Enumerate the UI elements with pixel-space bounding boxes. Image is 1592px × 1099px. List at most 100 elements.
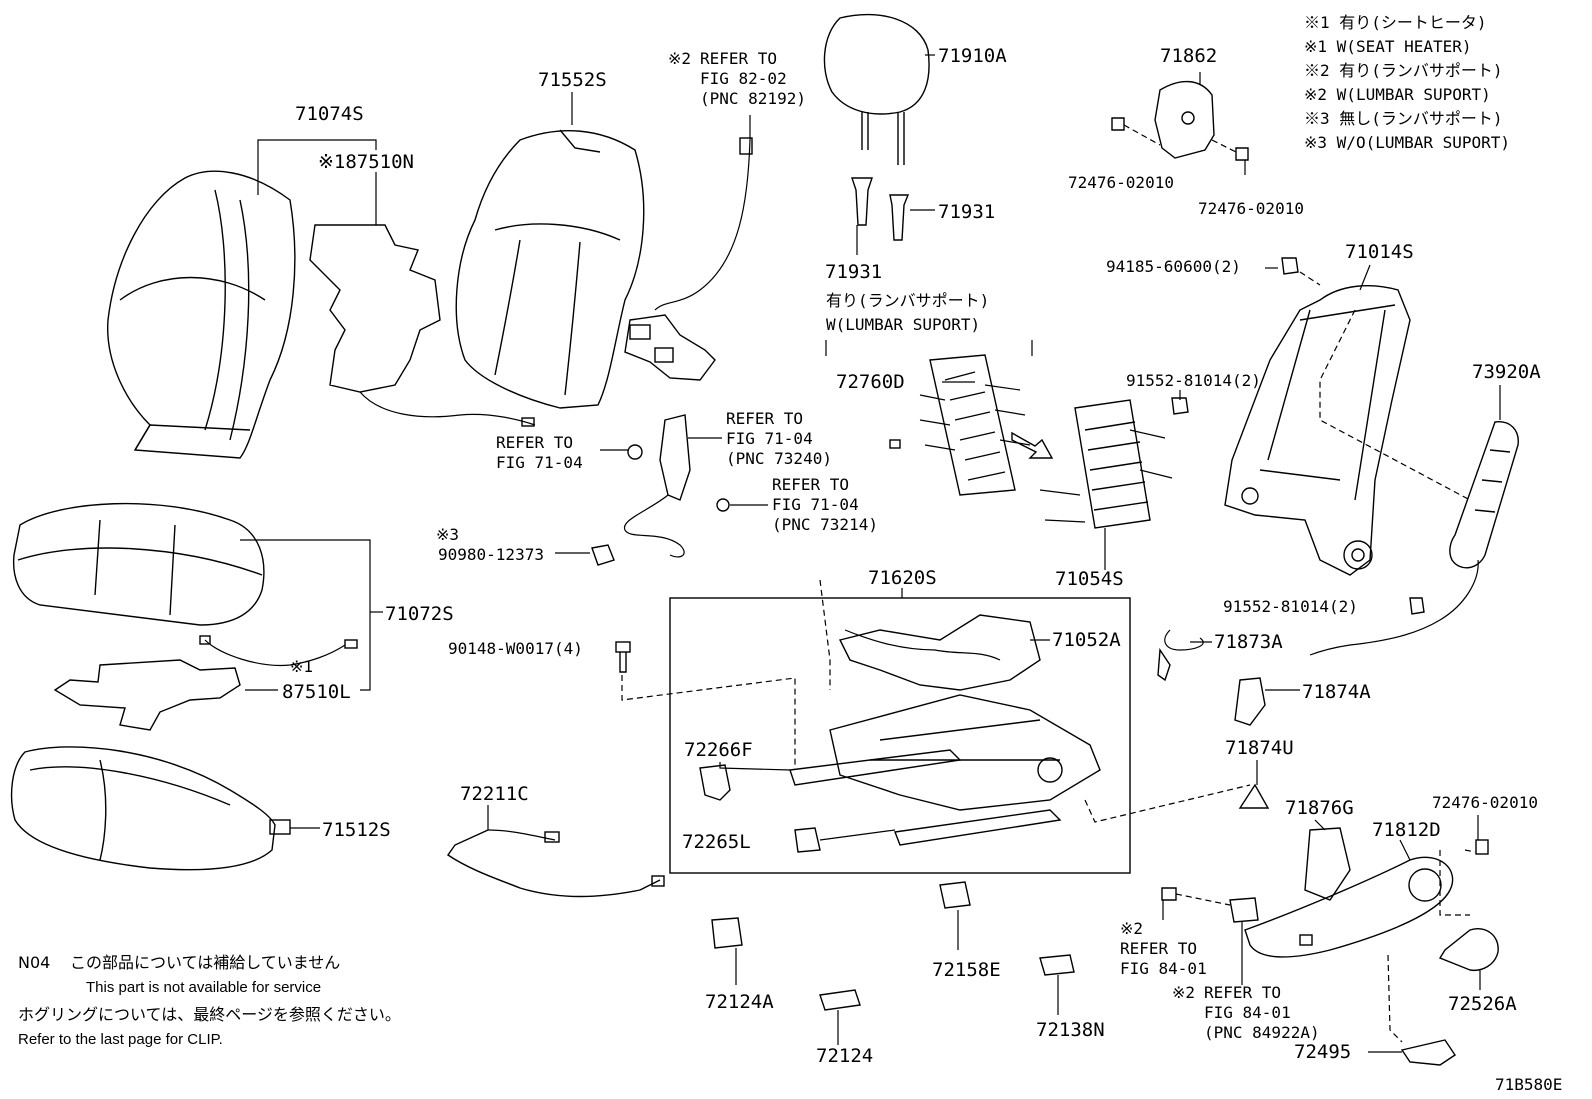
svg-text:REFER TO: REFER TO	[726, 409, 803, 428]
spacer-drawing	[591, 544, 615, 566]
part-72476-b[interactable]: 72476-02010	[1198, 199, 1304, 218]
part-71931-b[interactable]: 71931	[825, 261, 882, 283]
refer-fig-84-01-a[interactable]: REFER TO FIG 84-01	[1120, 939, 1207, 978]
mark-note-1: ※1	[290, 657, 313, 676]
part-73920A[interactable]: 73920A	[1472, 361, 1541, 383]
part-87510N[interactable]: ※187510N	[318, 151, 414, 173]
svg-text:FIG 84-01: FIG 84-01	[1120, 959, 1207, 978]
part-72138N[interactable]: 72138N	[1036, 1019, 1105, 1041]
lumbar-cover-drawing	[1111, 80, 1249, 161]
note-code: N04	[18, 953, 50, 972]
lumbar-harness-drawing	[624, 115, 753, 381]
part-71072S[interactable]: 71072S	[385, 603, 454, 625]
part-71874A[interactable]: 71874A	[1302, 681, 1371, 703]
clip-72158e-drawing	[939, 881, 971, 909]
svg-text:REFER TO: REFER TO	[700, 49, 777, 68]
part-71512S[interactable]: 71512S	[322, 819, 391, 841]
part-71874U[interactable]: 71874U	[1225, 737, 1294, 759]
refer-fig-82-02[interactable]: REFER TO FIG 82-02 (PNC 82192)	[700, 49, 806, 108]
legend-line-2: ※1 W(SEAT HEATER)	[1304, 37, 1472, 56]
lumbar-support-drawing	[889, 354, 1031, 496]
refer-fig-71-04-b[interactable]: REFER TO FIG 71-04 (PNC 73240)	[726, 409, 832, 468]
part-72124[interactable]: 72124	[816, 1045, 873, 1067]
svg-text:REFER TO: REFER TO	[1120, 939, 1197, 958]
svg-text:REFER TO: REFER TO	[496, 433, 573, 452]
legend-line-3: ※2 有り(ランバサポート)	[1304, 61, 1503, 80]
part-72526A[interactable]: 72526A	[1448, 993, 1517, 1015]
lumbar-note: 有り(ランバサポート) W(LUMBAR SUPORT)	[826, 291, 989, 334]
part-72266F[interactable]: 72266F	[684, 739, 753, 761]
part-71052A[interactable]: 71052A	[1052, 629, 1121, 651]
part-94185[interactable]: 94185-60600(2)	[1106, 257, 1241, 276]
seat-track-assembly-drawing	[669, 579, 1131, 874]
part-71931-a[interactable]: 71931	[938, 201, 995, 223]
legend-line-6: ※3 W/O(LUMBAR SUPORT)	[1304, 133, 1510, 152]
note-not-available-jp: この部品については補給していません	[70, 953, 340, 972]
part-71910A[interactable]: 71910A	[938, 45, 1007, 67]
part-71876G[interactable]: 71876G	[1285, 797, 1354, 819]
part-72760D[interactable]: 72760D	[836, 371, 905, 393]
svg-text:(PNC 73214): (PNC 73214)	[772, 515, 878, 534]
headrest-drawing	[823, 13, 930, 165]
part-71862[interactable]: 71862	[1160, 45, 1217, 67]
part-90148[interactable]: 90148-W0017(4)	[448, 639, 583, 658]
part-72495[interactable]: 72495	[1294, 1041, 1351, 1063]
legend-line-1: ※1 有り(シートヒータ)	[1304, 13, 1487, 32]
svg-text:FIG 71-04: FIG 71-04	[772, 495, 859, 514]
screw-94185-drawing	[1281, 257, 1299, 275]
refer-fig-71-04-a[interactable]: REFER TO FIG 71-04	[496, 433, 583, 472]
svg-text:(PNC 73240): (PNC 73240)	[726, 449, 832, 468]
wire-harness-drawing	[447, 829, 665, 898]
legend: ※1 有り(シートヒータ) ※1 W(SEAT HEATER) ※2 有り(ラン…	[1304, 13, 1510, 152]
svg-text:FIG 84-01: FIG 84-01	[1204, 1003, 1291, 1022]
svg-text:FIG 82-02: FIG 82-02	[700, 69, 787, 88]
clip-72124a-drawing	[711, 917, 743, 949]
svg-text:(PNC 82192): (PNC 82192)	[700, 89, 806, 108]
part-71552S[interactable]: 71552S	[538, 69, 607, 91]
part-87510L[interactable]: 87510L	[282, 681, 351, 703]
part-72476-a[interactable]: 72476-02010	[1068, 173, 1174, 192]
part-71014S[interactable]: 71014S	[1345, 241, 1414, 263]
part-91552-b[interactable]: 91552-81014(2)	[1223, 597, 1358, 616]
cover-72495-drawing	[1387, 954, 1456, 1066]
refer-to-blocks: REFER TO FIG 82-02 (PNC 82192) REFER TO …	[496, 49, 1320, 1042]
svg-text:FIG 71-04: FIG 71-04	[496, 453, 583, 472]
part-71873A[interactable]: 71873A	[1214, 631, 1283, 653]
refer-fig-84-01-b[interactable]: REFER TO FIG 84-01 (PNC 84922A)	[1204, 983, 1320, 1042]
part-72158E[interactable]: 72158E	[932, 959, 1001, 981]
mark-note-2-c: ※2	[1172, 983, 1195, 1002]
note-clip-en: Refer to the last page for CLIP.	[18, 1031, 223, 1048]
note-clip-jp: ホグリングについては、最終ページを参照ください。	[18, 1005, 401, 1024]
part-72265L[interactable]: 72265L	[682, 831, 751, 853]
part-72211C[interactable]: 72211C	[460, 783, 529, 805]
footer-notes: N04 この部品については補給していません This part is not a…	[18, 953, 401, 1048]
bolt-91552b-drawing	[1409, 597, 1425, 615]
refer-fig-71-04-c[interactable]: REFER TO FIG 71-04 (PNC 73214)	[772, 475, 878, 534]
lumbar-motor-drawing	[1161, 887, 1259, 923]
back-spring-drawing	[1039, 399, 1173, 529]
part-72476-c[interactable]: 72476-02010	[1432, 793, 1538, 812]
part-71620S[interactable]: 71620S	[868, 567, 937, 589]
svg-text:有り(ランバサポート): 有り(ランバサポート)	[826, 291, 989, 310]
part-91552-a[interactable]: 91552-81014(2)	[1126, 371, 1261, 390]
part-90980[interactable]: 90980-12373	[438, 545, 544, 564]
part-71054S[interactable]: 71054S	[1055, 568, 1124, 590]
bolt-91552a-drawing	[1171, 397, 1189, 415]
cushion-heater-drawing	[53, 635, 358, 731]
bolt-drawing	[615, 641, 796, 770]
note-marks: ※2 ※3 ※1 ※2 ※2	[290, 49, 1195, 1002]
cushion-cover-drawing	[12, 502, 265, 626]
side-shield-drawing	[1244, 827, 1489, 958]
svg-text:FIG 71-04: FIG 71-04	[726, 429, 813, 448]
legend-line-5: ※3 無し(ランバサポート)	[1304, 109, 1503, 128]
clip-72124-drawing	[819, 989, 861, 1011]
recliner-handle-drawing	[1309, 421, 1519, 656]
part-72124A[interactable]: 72124A	[705, 991, 774, 1013]
switch-parts-drawing	[1084, 629, 1270, 823]
leader-lines	[240, 54, 1501, 1053]
part-71812D[interactable]: 71812D	[1372, 819, 1441, 841]
part-71074S[interactable]: 71074S	[295, 103, 364, 125]
note-not-available-en: This part is not available for service	[86, 979, 321, 996]
diagram-id: 71B580E	[1495, 1075, 1562, 1094]
